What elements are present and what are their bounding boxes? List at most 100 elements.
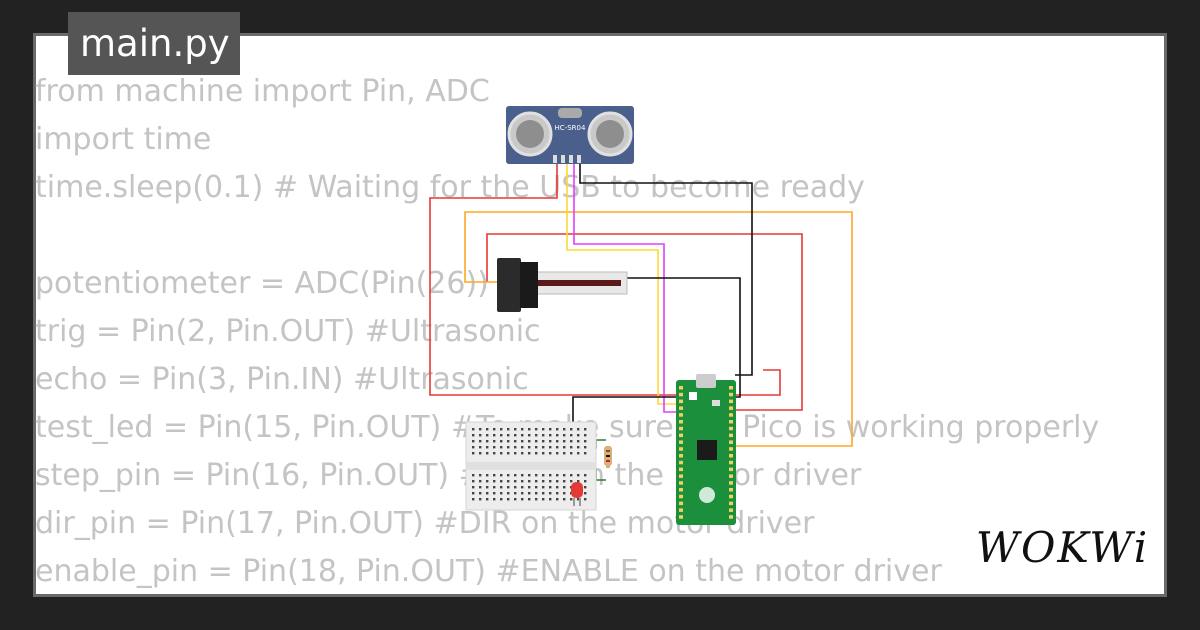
pico-pin: [729, 474, 733, 478]
pico-pin: [729, 467, 733, 472]
pico-pin: [729, 447, 733, 451]
breadboard-hole: [549, 452, 552, 455]
breadboard-hole: [577, 498, 580, 501]
breadboard-hole: [542, 446, 545, 449]
ultrasonic-sensor[interactable]: HC-SR04: [506, 106, 634, 164]
pico-pin: [729, 515, 733, 519]
breadboard-hole: [500, 452, 503, 455]
breadboard-hole: [535, 440, 538, 443]
pico-pin: [679, 433, 683, 438]
code-line: enable_pin = Pin(18, Pin.OUT) #ENABLE on…: [35, 554, 942, 589]
breadboard-hole: [493, 428, 496, 431]
wire-orange: [464, 211, 853, 447]
pico-pin: [679, 488, 683, 492]
breadboard-hole: [549, 446, 552, 449]
breadboard-hole: [584, 428, 587, 431]
breadboard-hole: [563, 428, 566, 431]
breadboard-hole: [486, 486, 489, 489]
breadboard-hole: [542, 486, 545, 489]
breadboard-hole: [528, 434, 531, 437]
breadboard-hole: [556, 452, 559, 455]
pico-pin: [729, 454, 733, 458]
pico-pin: [729, 386, 733, 390]
breadboard-hole: [570, 480, 573, 483]
breadboard-hole: [549, 486, 552, 489]
breadboard-hole: [514, 428, 517, 431]
breadboard-hole: [479, 446, 482, 449]
breadboard-hole: [514, 480, 517, 483]
breadboard-hole: [472, 492, 475, 495]
breadboard-hole: [521, 492, 524, 495]
breadboard-hole: [507, 498, 510, 501]
slide-potentiometer[interactable]: [497, 258, 628, 312]
breadboard-hole: [528, 474, 531, 477]
breadboard-hole: [493, 480, 496, 483]
breadboard-hole: [549, 480, 552, 483]
breadboard-hole: [584, 440, 587, 443]
breadboard-hole: [528, 498, 531, 501]
pico-pin: [679, 515, 683, 519]
breadboard-hole: [556, 428, 559, 431]
wire-magenta: [573, 160, 676, 413]
pico-pin: [679, 481, 683, 485]
breadboard-hole: [542, 492, 545, 495]
breadboard-hole: [542, 428, 545, 431]
breadboard-hole: [507, 486, 510, 489]
breadboard-hole: [584, 480, 587, 483]
breadboard-hole: [577, 440, 580, 443]
breadboard-hole: [563, 474, 566, 477]
breadboard-hole: [521, 474, 524, 477]
breadboard-hole: [542, 440, 545, 443]
breadboard-hole: [528, 446, 531, 449]
breadboard-hole: [472, 452, 475, 455]
breadboard-hole: [570, 434, 573, 437]
breadboard-hole: [542, 480, 545, 483]
breadboard-hole: [493, 446, 496, 449]
wokwi-logo: WOKWi: [975, 523, 1150, 573]
breadboard-hole: [514, 498, 517, 501]
breadboard-hole: [556, 480, 559, 483]
breadboard-hole: [472, 480, 475, 483]
file-tab[interactable]: main.py: [68, 12, 240, 75]
breadboard-hole: [528, 440, 531, 443]
code-line: time.sleep(0.1) # Waiting for the USB to…: [35, 170, 865, 205]
wires: [429, 160, 853, 481]
breadboard-hole: [479, 452, 482, 455]
breadboard-hole: [577, 428, 580, 431]
breadboard-hole: [535, 434, 538, 437]
breadboard-hole: [521, 440, 524, 443]
resistor: [604, 446, 612, 468]
breadboard-hole: [542, 452, 545, 455]
pico-pin: [679, 474, 683, 478]
breadboard-hole: [535, 446, 538, 449]
breadboard-hole: [507, 428, 510, 431]
pico-pin: [729, 508, 733, 512]
breadboard-hole: [577, 434, 580, 437]
breadboard-hole: [521, 446, 524, 449]
breadboard-hole: [549, 492, 552, 495]
breadboard-hole: [479, 428, 482, 431]
breadboard-hole: [535, 428, 538, 431]
breadboard-hole: [479, 480, 482, 483]
pico-pins: [679, 386, 733, 519]
breadboard-hole: [486, 480, 489, 483]
wire-red: [429, 160, 781, 396]
breadboard-hole: [535, 498, 538, 501]
pico-pin: [729, 392, 733, 397]
breadboard-hole: [584, 498, 587, 501]
breadboard-hole: [507, 474, 510, 477]
breadboard-hole: [486, 446, 489, 449]
breadboard-hole: [584, 434, 587, 437]
breadboard-hole: [556, 446, 559, 449]
pico-pin: [679, 426, 683, 431]
breadboard-hole: [500, 440, 503, 443]
breadboard-hole: [570, 498, 573, 501]
breadboard-hole: [521, 428, 524, 431]
breadboard-hole: [570, 474, 573, 477]
raspberry-pi-pico[interactable]: [676, 374, 736, 525]
breadboard-hole: [584, 452, 587, 455]
breadboard-hole: [486, 452, 489, 455]
breadboard-hole: [556, 440, 559, 443]
breadboard-hole: [556, 492, 559, 495]
breadboard-hole: [472, 440, 475, 443]
